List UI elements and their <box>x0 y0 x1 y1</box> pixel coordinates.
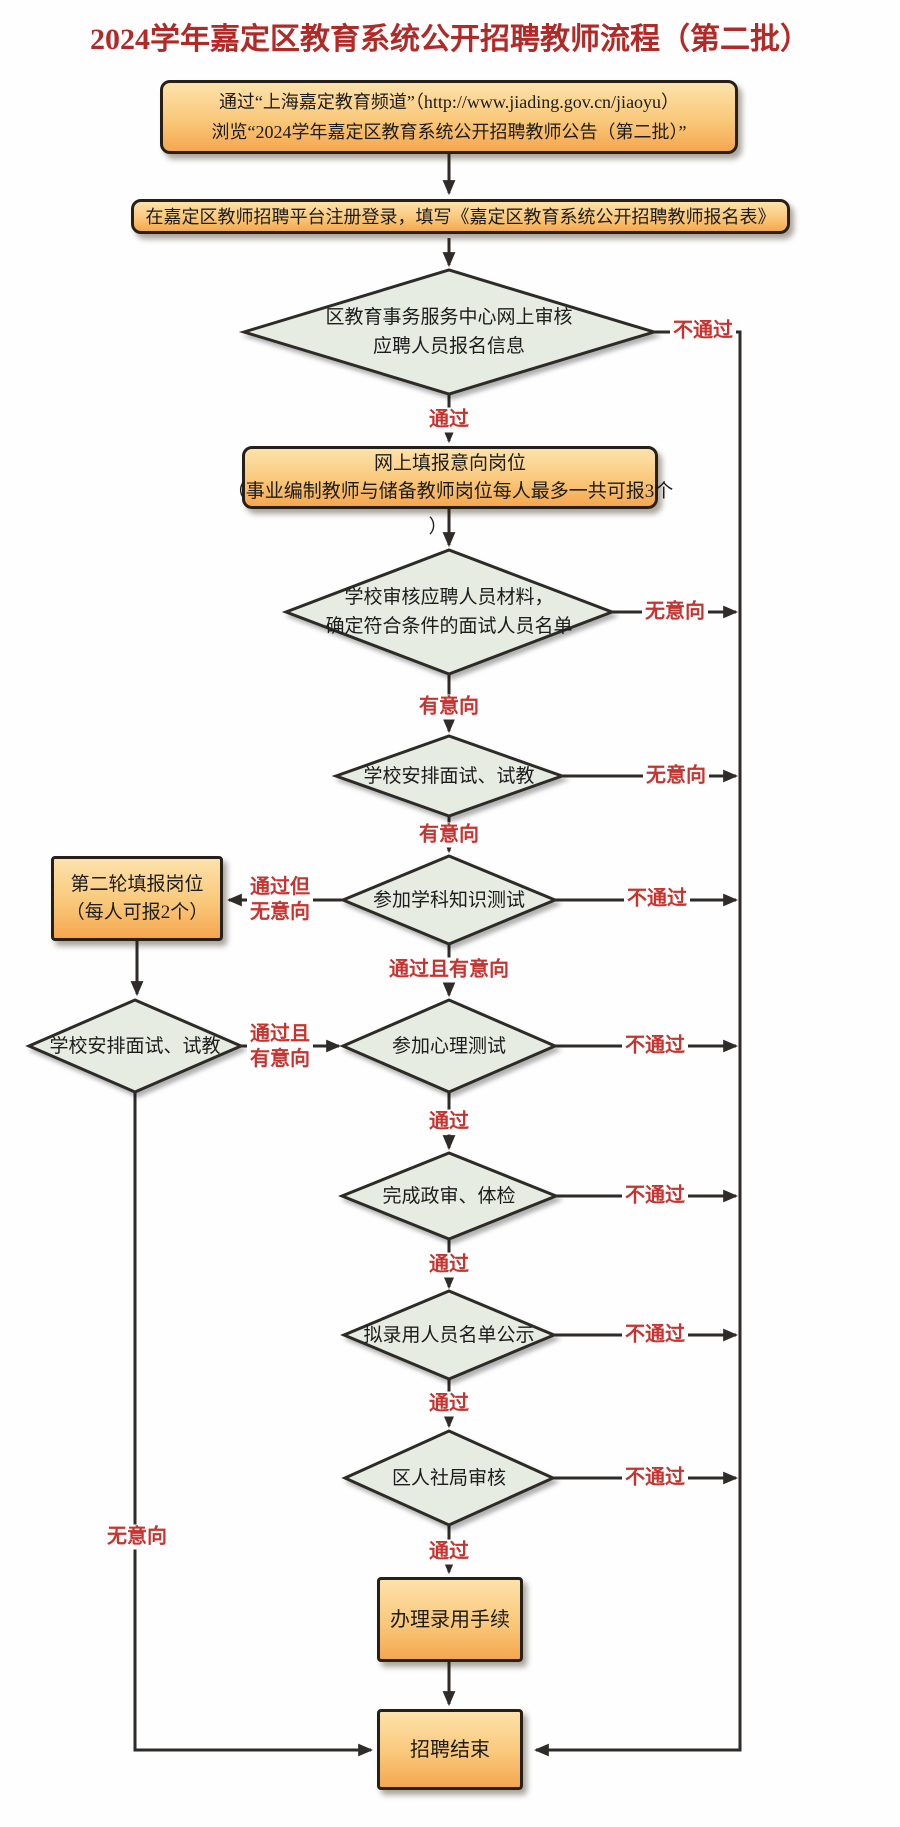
edge-label-pass-review: 通过 <box>426 407 472 433</box>
stray-paren: ） <box>428 516 448 538</box>
pass-but-line2: 无意向 <box>250 901 310 923</box>
diamond-political-physical-shape <box>337 1151 561 1241</box>
psych-test-text: 参加心理测试 <box>391 1035 506 1057</box>
portal-line2: 浏览“2024学年嘉定区教育系统公开招聘教师公告（第二批）” <box>211 122 687 142</box>
edge-label-pass-publicity: 通过 <box>426 1391 472 1417</box>
edge-label-pass-but-no-intent: 通过但 无意向 <box>247 875 313 925</box>
edge-label-no-intent-rail: 无意向 <box>104 1524 170 1550</box>
pass-and-line1: 通过且 <box>250 1023 310 1045</box>
node-hire-procedure-box: 办理录用手续 <box>377 1577 523 1662</box>
center-review-line2: 应聘人员报名信息 <box>372 336 525 357</box>
edge-label-fail-political: 不通过 <box>622 1183 688 1209</box>
decision-diamonds <box>25 268 660 1527</box>
pass-and-line2: 有意向 <box>250 1048 310 1070</box>
edge-label-pass-and-intent-left: 通过且 有意向 <box>247 1022 313 1072</box>
political-physical-text: 完成政审、体检 <box>382 1185 516 1207</box>
second-round-line1: 第二轮填报岗位 <box>70 873 204 895</box>
decision-school-review: 学校审核应聘人员材料， 确定符合条件的面试人员名单 <box>286 550 612 674</box>
edge-label-pass-political: 通过 <box>426 1252 472 1278</box>
apply-positions-line2: （事业编制教师与储备教师岗位每人最多一共可报3个 <box>226 480 674 502</box>
decision-publicity: 拟录用人员名单公示 <box>344 1291 554 1379</box>
edge-label-fail-publicity: 不通过 <box>622 1322 688 1348</box>
edge-label-pass-hr: 通过 <box>426 1539 472 1565</box>
decision-hr-review: 区人社局审核 <box>345 1431 553 1525</box>
end-text: 招聘结束 <box>410 1738 490 1761</box>
diamond-hr-review-shape <box>341 1429 557 1527</box>
edge-label-fail-review: 不通过 <box>670 318 736 344</box>
diamond-school-interview-2-shape <box>25 998 245 1094</box>
second-round-line2: （每人可报2个） <box>65 901 209 923</box>
node-apply-positions-box: 网上填报意向岗位 （事业编制教师与储备教师岗位每人最多一共可报3个 <box>227 446 673 509</box>
diamond-publicity-shape <box>340 1289 558 1381</box>
node-portal-box: 通过“上海嘉定教育频道”（http://www.jiading.gov.cn/j… <box>160 80 738 154</box>
edge-label-intent-material: 有意向 <box>416 694 482 720</box>
hire-procedure-text: 办理录用手续 <box>390 1608 510 1631</box>
decision-political-physical: 完成政审、体检 <box>342 1153 556 1239</box>
apply-positions-line1: 网上填报意向岗位 <box>373 452 526 474</box>
left-no-intent-rail <box>133 1092 374 1757</box>
edge-label-fail-psych: 不通过 <box>622 1033 688 1059</box>
edge-label-pass-psych: 通过 <box>426 1109 472 1135</box>
school-interview-2-text: 学校安排面试、试教 <box>49 1035 221 1057</box>
node-register-box: 在嘉定区教师招聘平台注册登录，填写《嘉定区教育系统公开招聘教师报名表》 <box>131 199 790 234</box>
node-second-round-box: 第二轮填报岗位 （每人可报2个） <box>51 856 223 941</box>
edge-label-fail-hr: 不通过 <box>622 1465 688 1491</box>
decision-school-interview-2: 学校安排面试、试教 <box>29 1000 241 1092</box>
diamond-center-review-shape <box>238 268 660 396</box>
diamond-school-review-shape <box>281 548 617 676</box>
edge-label-fail-subject: 不通过 <box>624 886 690 912</box>
subject-test-text: 参加学科知识测试 <box>372 889 525 911</box>
edge-label-no-intent-interview: 无意向 <box>643 763 709 789</box>
school-review-line2: 确定符合条件的面试人员名单 <box>325 616 573 637</box>
diamond-school-interview-1-shape <box>331 734 567 818</box>
portal-line1: 通过“上海嘉定教育频道”（http://www.jiading.gov.cn/j… <box>218 92 680 112</box>
node-end-box: 招聘结束 <box>377 1709 523 1790</box>
decision-subject-test: 参加学科知识测试 <box>343 856 555 944</box>
school-review-line1: 学校审核应聘人员材料， <box>344 587 554 608</box>
edge-label-no-intent-material: 无意向 <box>642 599 708 625</box>
center-review-line1: 区教育事务服务中心网上审核 <box>325 307 573 328</box>
register-text: 在嘉定区教师招聘平台注册登录，填写《嘉定区教育系统公开招聘教师报名表》 <box>145 206 776 227</box>
publicity-text: 拟录用人员名单公示 <box>363 1324 535 1346</box>
decision-psych-test: 参加心理测试 <box>343 1000 555 1092</box>
pass-but-line1: 通过但 <box>250 876 310 898</box>
hr-review-text: 区人社局审核 <box>391 1467 506 1489</box>
decision-center-review: 区教育事务服务中心网上审核 应聘人员报名信息 <box>244 270 654 394</box>
page-title: 2024学年嘉定区教育系统公开招聘教师流程（第二批） <box>90 23 810 56</box>
diamond-psych-test-shape <box>339 998 559 1094</box>
diamond-subject-test-shape <box>339 854 559 946</box>
decision-school-interview-1: 学校安排面试、试教 <box>336 736 562 816</box>
edge-label-pass-and-intent: 通过且有意向 <box>386 957 512 983</box>
edge-label-intent-interview: 有意向 <box>416 822 482 848</box>
school-interview-1-text: 学校安排面试、试教 <box>363 765 535 787</box>
